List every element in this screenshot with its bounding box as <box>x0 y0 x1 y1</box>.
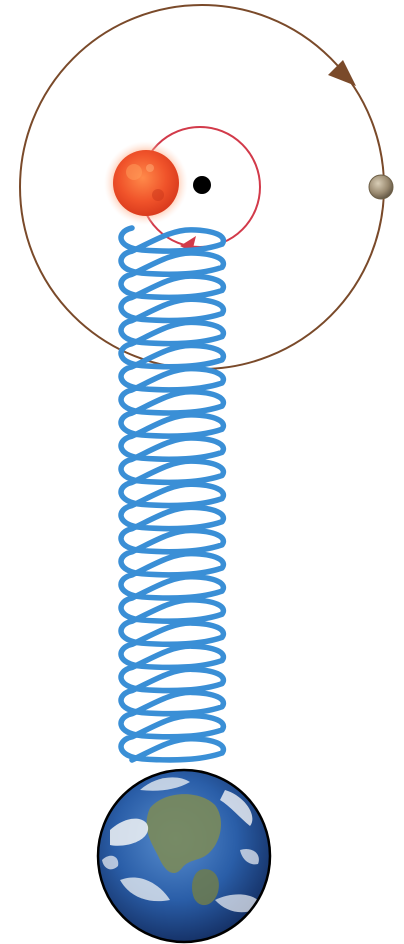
orbit-direction-arrow-icon <box>328 60 356 86</box>
spring-coil <box>121 228 223 760</box>
star-icon <box>104 141 188 225</box>
barycenter-dot <box>193 176 211 194</box>
spring-path <box>121 228 223 760</box>
earth-icon <box>98 770 270 942</box>
planet-icon <box>369 175 393 199</box>
